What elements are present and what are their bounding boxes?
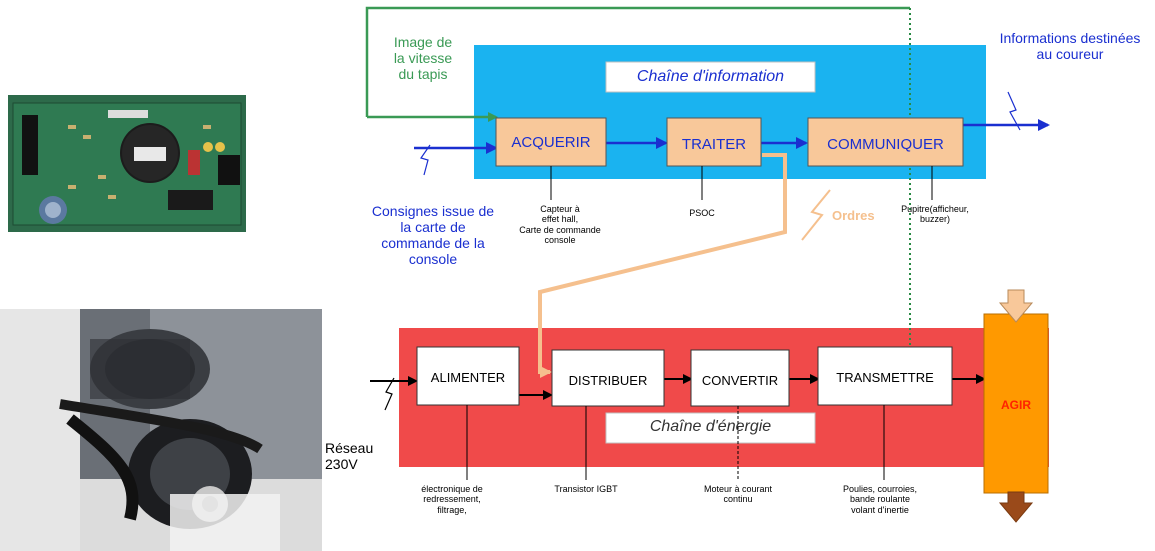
speed-image-label: Image de la vitesse du tapis xyxy=(393,34,453,83)
control-board-photo xyxy=(8,95,246,232)
communiquer-component: Pupitre(afficheur, buzzer) xyxy=(901,204,969,225)
acquerir-box xyxy=(495,117,607,167)
speed-image-loop xyxy=(365,6,910,117)
distribuer-box xyxy=(551,349,665,407)
orders-label: Ordres xyxy=(832,208,875,223)
console-orders-zigzag xyxy=(420,144,431,176)
distribuer-label: DISTRIBUER xyxy=(568,373,648,388)
traiter-label: TRAITER xyxy=(681,136,747,153)
information-chain-title: Chaîne d'information xyxy=(636,68,785,85)
acquerir-label: ACQUERIR xyxy=(511,134,591,151)
convertir-box xyxy=(690,349,790,407)
agir-input-arrow xyxy=(998,289,1034,323)
communiquer-box xyxy=(807,117,964,167)
agir-output-arrow xyxy=(998,491,1034,523)
motor-pulley-photo xyxy=(0,309,322,551)
alimenter-label: ALIMENTER xyxy=(430,370,506,385)
energy-chain-title: Chaîne d'énergie xyxy=(649,418,772,435)
mains-zigzag xyxy=(384,377,395,411)
transmettre-label: TRANSMETTRE xyxy=(836,370,934,385)
acquerir-component: Capteur à effet hall, Carte de commande … xyxy=(519,204,601,246)
convertir-component: Moteur à courant continu xyxy=(703,484,773,505)
energy-chain-title-box xyxy=(605,412,816,444)
console-orders-label: Consignes issue de la carte de commande … xyxy=(371,203,495,268)
traiter-box xyxy=(666,117,762,167)
orders-path xyxy=(538,153,787,378)
agir-label: AGIR xyxy=(1001,398,1031,412)
transmettre-box xyxy=(817,346,953,406)
alimenter-component: électronique de redressement, filtrage, xyxy=(421,484,483,515)
distribuer-component: Transistor IGBT xyxy=(554,484,618,494)
agir-box xyxy=(983,313,1049,494)
communiquer-label: COMMUNIQUER xyxy=(827,136,944,153)
runner-info-label: Informations destinées au coureur xyxy=(999,30,1141,63)
alimenter-box xyxy=(416,346,520,406)
orders-zigzag xyxy=(801,189,831,241)
mains-label: Réseau 230V xyxy=(325,440,374,473)
runner-info-zigzag xyxy=(1007,91,1021,131)
convertir-label: CONVERTIR xyxy=(701,373,779,388)
information-chain-title-box xyxy=(605,61,816,93)
traiter-component: PSOC xyxy=(689,208,715,218)
transmettre-component: Poulies, courroies, bande roulante volan… xyxy=(842,484,918,515)
